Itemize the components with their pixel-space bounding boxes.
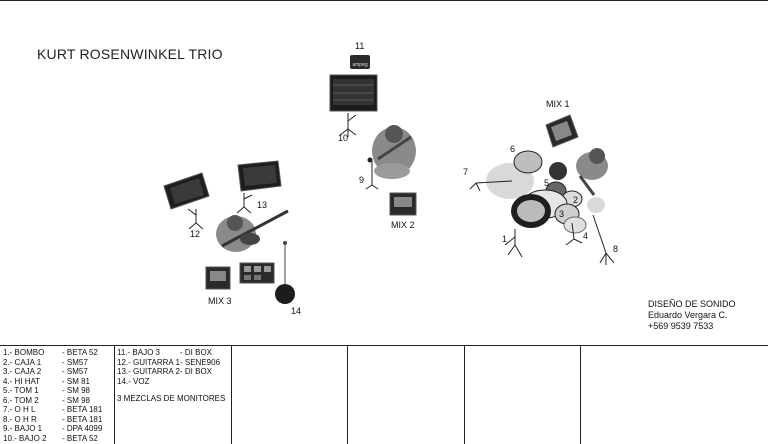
label-5: 5 bbox=[544, 178, 550, 188]
label-6: 6 bbox=[510, 144, 516, 154]
channel-mic: - SM 98 bbox=[62, 395, 91, 405]
channel-mic: - DI BOX bbox=[180, 348, 213, 357]
vocal-mic-14 bbox=[275, 241, 295, 304]
label-13: 13 bbox=[257, 200, 268, 210]
channel-mic: - SM 81 bbox=[62, 376, 91, 386]
table-column-2 bbox=[115, 346, 232, 444]
amp-brand-text: ampeg bbox=[352, 62, 368, 68]
channel-mic: - BETA 181 bbox=[62, 414, 103, 424]
label-11: 11 bbox=[355, 41, 365, 51]
channel-name: 8.- O H R bbox=[3, 414, 37, 424]
mic-9 bbox=[365, 157, 379, 190]
label-mix-2: MIX 2 bbox=[391, 220, 415, 230]
mic-stand-8 bbox=[592, 214, 615, 265]
label-9: 9 bbox=[359, 175, 365, 185]
channel-name: 7.- O H L bbox=[3, 405, 36, 414]
channel-name: 14.- VOZ bbox=[117, 376, 150, 386]
mic-stand-12 bbox=[187, 208, 204, 230]
stage-plot: ampeg bbox=[0, 0, 768, 332]
page-title: KURT ROSENWINKEL TRIO bbox=[37, 46, 223, 62]
mic-stand-7 bbox=[469, 180, 513, 192]
label-mix-3: MIX 3 bbox=[208, 296, 232, 306]
credit-line-1: DISEÑO DE SONIDO bbox=[648, 299, 736, 309]
label-3: 3 bbox=[559, 209, 565, 219]
mic-stand-13 bbox=[236, 193, 253, 214]
channel-mic: - DI BOX bbox=[180, 367, 213, 376]
table-column-6 bbox=[581, 346, 768, 444]
drummer bbox=[576, 148, 608, 196]
mic-stand-10 bbox=[339, 113, 357, 137]
credit-line-3: +569 9539 7533 bbox=[648, 321, 714, 331]
label-14: 14 bbox=[291, 306, 302, 316]
channel-name: 1.- BOMBO bbox=[3, 348, 45, 357]
channel-name: 10.- BAJO 2 bbox=[3, 433, 47, 443]
bass-player bbox=[372, 125, 416, 179]
channel-list-table: 1.- BOMBO - BETA 52 2.- CAJA 1 - SM57 3.- CA… bbox=[0, 345, 768, 444]
label-1: 1 bbox=[502, 234, 508, 244]
label-mix-1: MIX 1 bbox=[546, 99, 570, 109]
channel-mic: - SM 98 bbox=[62, 386, 91, 395]
monitor-mix-3 bbox=[205, 266, 231, 290]
mic-stand-4 bbox=[565, 222, 583, 246]
credit-line-2: Eduardo Vergara C. bbox=[648, 310, 728, 320]
channel-mic: - SM57 bbox=[62, 367, 88, 376]
credit-block: DISEÑO DE SONIDO Eduardo Vergara C. +569… bbox=[648, 299, 736, 332]
table-column-5 bbox=[465, 346, 581, 444]
guitarist bbox=[216, 209, 289, 252]
table-column-4 bbox=[348, 346, 465, 444]
channel-mic: - SENE906 bbox=[180, 357, 221, 367]
monitor-mix-2 bbox=[389, 192, 417, 216]
channel-name: 12.- GUITARRA 1 bbox=[117, 357, 180, 367]
channel-mic: - BETA 52 bbox=[62, 433, 98, 443]
channel-name: 2.- CAJA 1 bbox=[3, 357, 42, 367]
label-4: 4 bbox=[583, 231, 589, 241]
monitor-note: 3 MEZCLAS DE MONITORES bbox=[117, 394, 226, 403]
channel-mic: - DPA 4099 bbox=[62, 424, 103, 433]
channel-mic: - BETA 52 bbox=[62, 348, 98, 357]
pedal-board bbox=[239, 262, 275, 284]
channel-name: 6.- TOM 2 bbox=[3, 395, 39, 405]
stage-drawing: ampeg bbox=[163, 55, 615, 304]
mic-stand-1 bbox=[504, 229, 523, 258]
channel-name: 11.- BAJO 3 bbox=[117, 348, 160, 357]
table-column-3 bbox=[232, 346, 348, 444]
guitar-amp-2 bbox=[237, 160, 282, 192]
label-8: 8 bbox=[613, 244, 619, 254]
label-12: 12 bbox=[190, 229, 201, 239]
channel-name: 4.- HI HAT bbox=[3, 376, 41, 386]
channel-name: 3.- CAJA 2 bbox=[3, 367, 42, 376]
channel-name: 9.- BAJO 1 bbox=[3, 424, 43, 433]
channel-name: 13.- GUITARRA 2 bbox=[117, 367, 180, 376]
table-column-1 bbox=[0, 346, 115, 444]
label-10: 10 bbox=[338, 133, 349, 143]
channel-name: 5.- TOM 1 bbox=[3, 386, 39, 395]
label-7: 7 bbox=[463, 167, 469, 177]
bass-amp: ampeg bbox=[329, 55, 378, 112]
guitar-amp-1 bbox=[163, 172, 210, 210]
label-2: 2 bbox=[573, 195, 579, 205]
channel-mic: - SM57 bbox=[62, 357, 88, 367]
channel-mic: - BETA 181 bbox=[62, 405, 103, 414]
monitor-mix-1 bbox=[545, 114, 579, 148]
